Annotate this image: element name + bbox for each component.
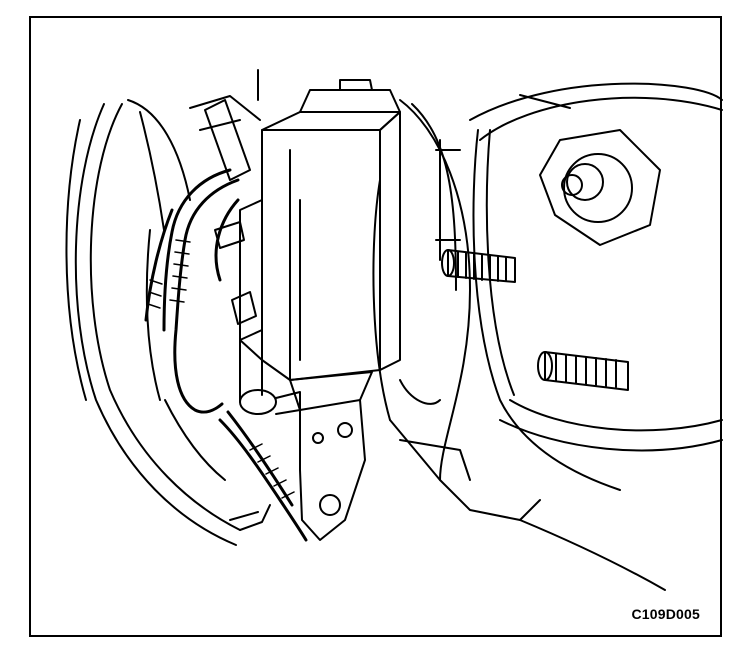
- rotor-edge: [472, 129, 666, 591]
- harness-tape: [147, 239, 295, 499]
- wheel-stud-upper: [441, 249, 516, 283]
- caliper-bracket: [372, 99, 541, 521]
- wheel-stud-lower: [537, 351, 629, 391]
- wheel-liner: [65, 103, 271, 546]
- hub-nut: [539, 129, 661, 246]
- sensor-connector: [231, 291, 301, 415]
- sensor-harness: [144, 168, 308, 542]
- figure-code: C109D005: [631, 606, 700, 622]
- mounting-bracket: [289, 371, 373, 541]
- caliper-housing: [239, 79, 401, 381]
- rotor-hub: [469, 82, 723, 452]
- wire-clip: [204, 99, 251, 249]
